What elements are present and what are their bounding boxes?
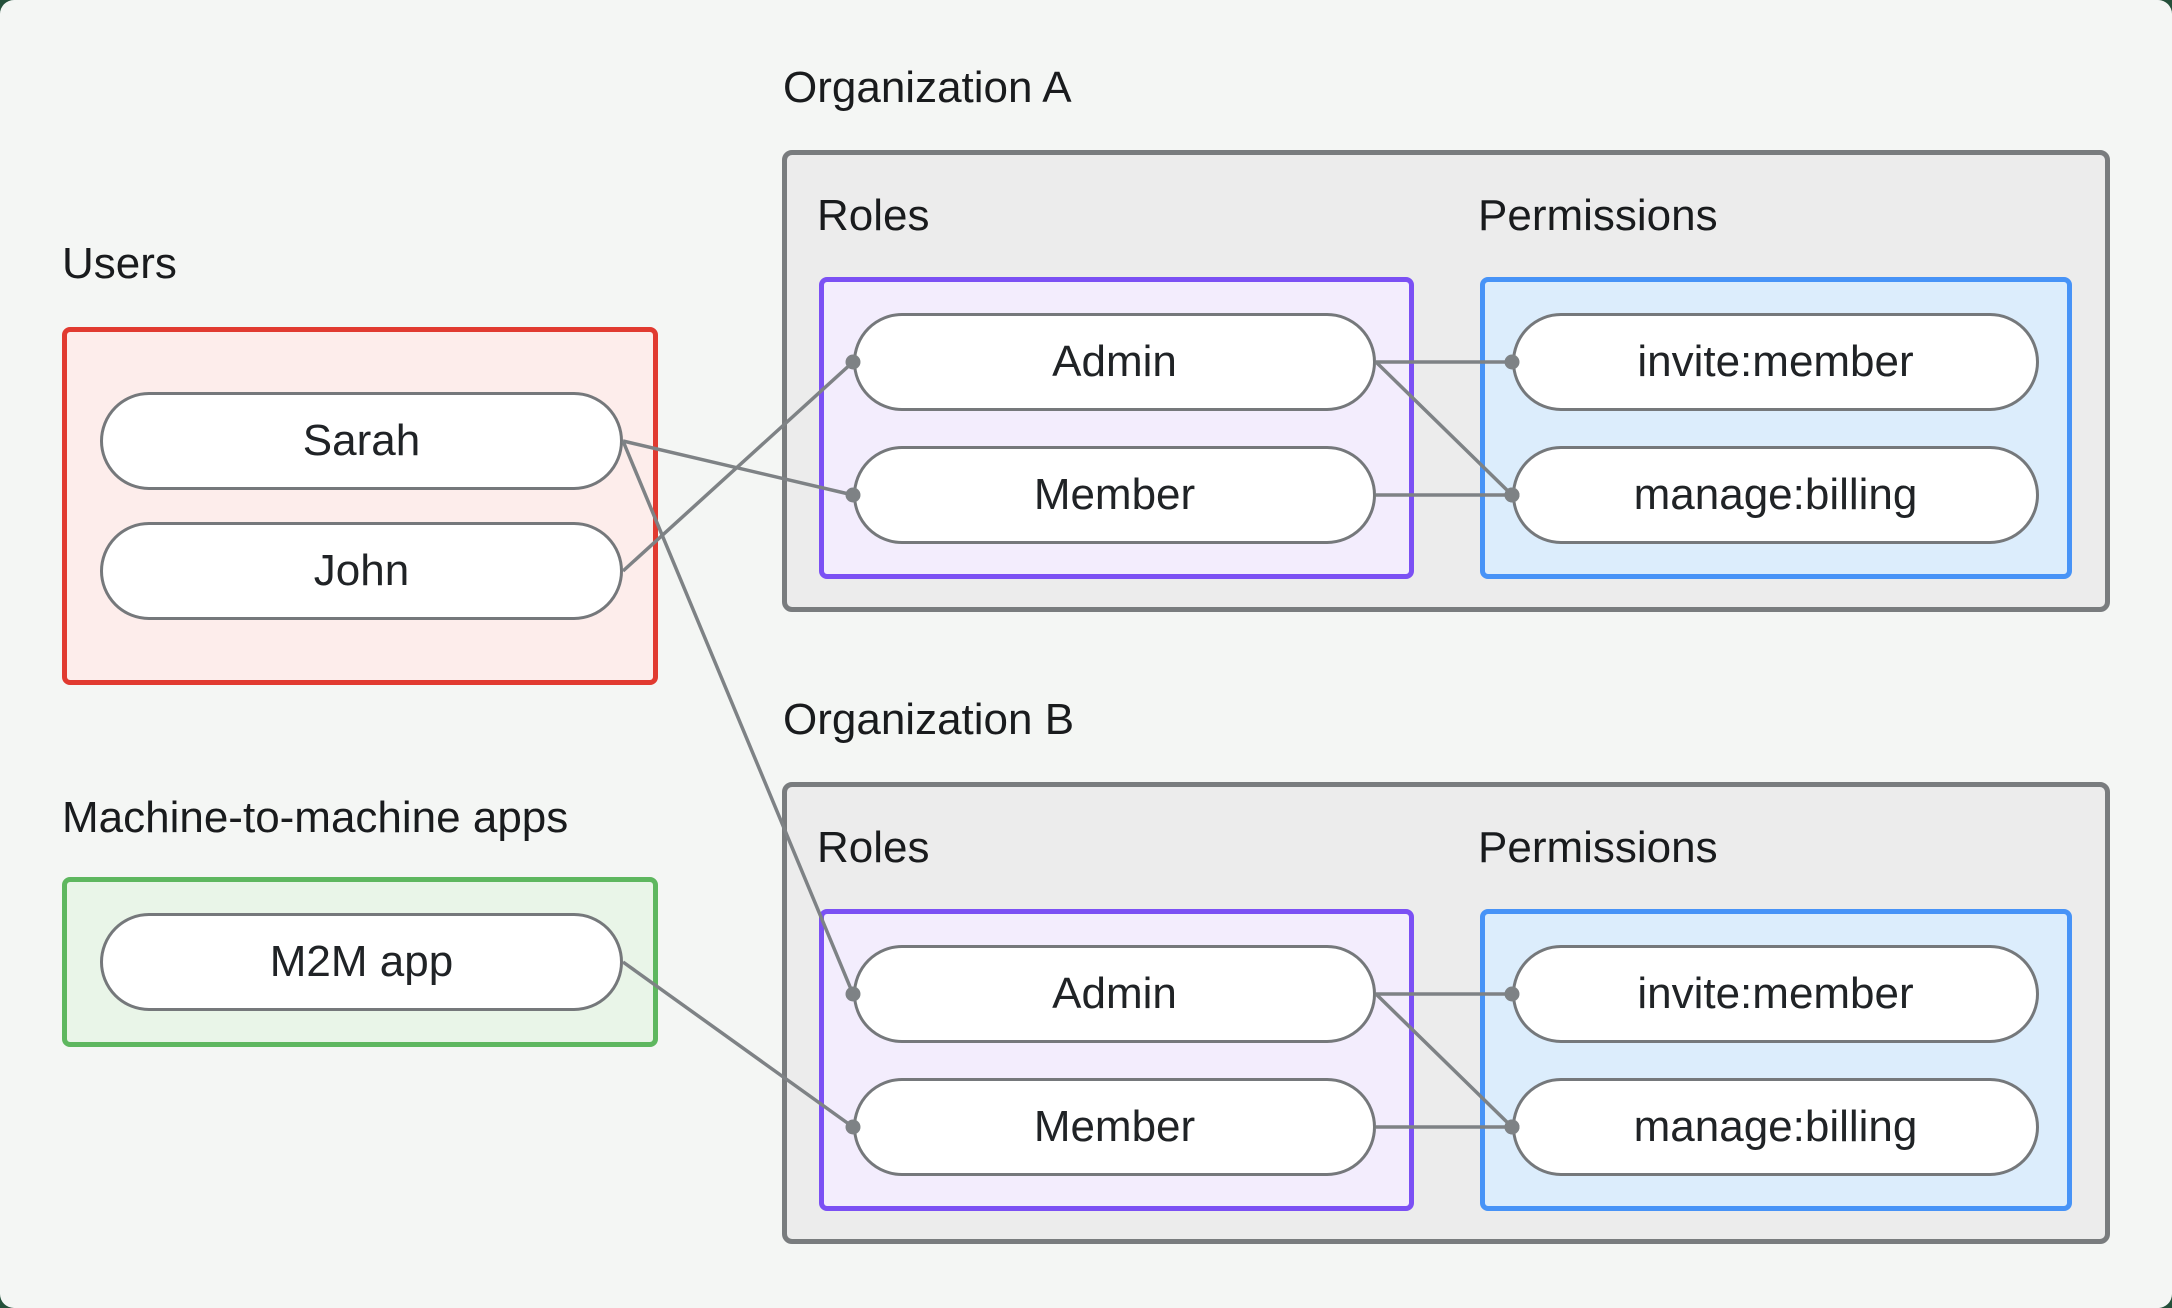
users-box <box>62 327 658 685</box>
org-b-role-member-label: Member <box>1033 1102 1196 1151</box>
org-a-permission-manage-billing: manage:billing <box>1512 446 2039 544</box>
org-b-role-member: Member <box>853 1078 1376 1176</box>
org-b-permission-manage-billing: manage:billing <box>1512 1078 2039 1176</box>
org-b-permissions-label: Permissions <box>1478 823 1718 872</box>
user-node-sarah: Sarah <box>100 392 623 490</box>
m2m-node: M2M app <box>100 913 623 1011</box>
user-node-sarah-label: Sarah <box>302 416 421 465</box>
org-a-role-member: Member <box>853 446 1376 544</box>
m2m-node-label: M2M app <box>269 937 454 986</box>
user-node-john-label: John <box>313 546 410 595</box>
m2m-section-label: Machine-to-machine apps <box>62 793 569 842</box>
org-a-role-member-label: Member <box>1033 470 1196 519</box>
org-a-permission-invite-member: invite:member <box>1512 313 2039 411</box>
org-a-role-admin-label: Admin <box>1052 337 1177 386</box>
org-b-roles-label: Roles <box>817 823 930 872</box>
user-node-john: John <box>100 522 623 620</box>
org-b-role-admin: Admin <box>853 945 1376 1043</box>
org-a-label: Organization A <box>783 63 1072 112</box>
org-b-label: Organization B <box>783 695 1075 744</box>
users-section-label: Users <box>62 239 177 288</box>
org-b-permission-invite-member: invite:member <box>1512 945 2039 1043</box>
org-a-permission-manage-billing-label: manage:billing <box>1633 470 1918 519</box>
org-a-permission-invite-member-label: invite:member <box>1637 337 1914 386</box>
org-b-role-admin-label: Admin <box>1052 969 1177 1018</box>
org-b-permission-invite-member-label: invite:member <box>1637 969 1914 1018</box>
org-a-role-admin: Admin <box>853 313 1376 411</box>
org-b-permission-manage-billing-label: manage:billing <box>1633 1102 1918 1151</box>
org-a-permissions-label: Permissions <box>1478 191 1718 240</box>
org-a-roles-label: Roles <box>817 191 930 240</box>
